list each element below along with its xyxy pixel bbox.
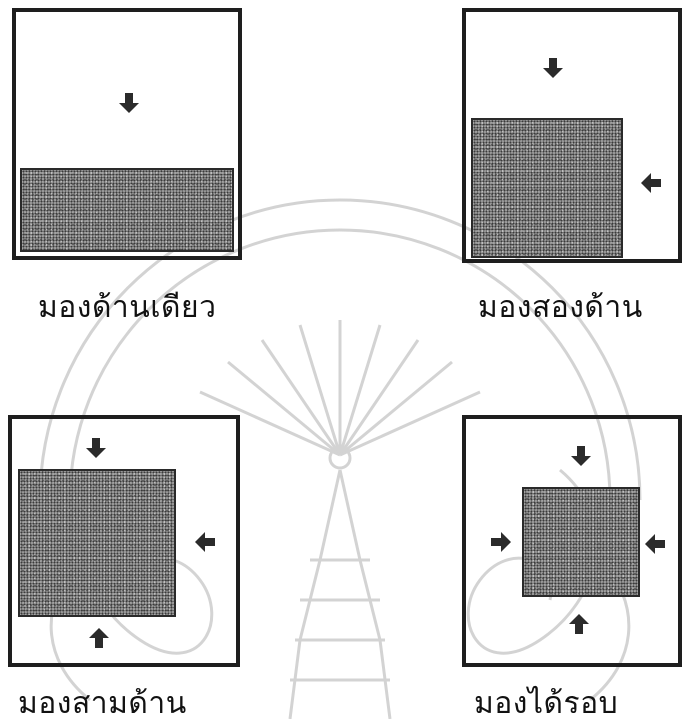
caption-all-around: มองได้รอบ — [474, 686, 619, 721]
arrow-down-icon — [570, 445, 592, 467]
panel-all-around — [462, 415, 682, 667]
shaded-area — [471, 118, 623, 258]
arrow-up-icon — [568, 613, 590, 635]
shaded-area — [18, 469, 176, 617]
panel-three-sides — [8, 415, 240, 667]
shaded-area — [522, 487, 640, 597]
caption-three-sides: มองสามด้าน — [18, 686, 187, 721]
arrow-up-icon — [88, 627, 110, 649]
caption-one-side: มองด้านเดียว — [38, 290, 217, 325]
arrow-left-icon — [640, 172, 662, 194]
arrow-down-icon — [85, 437, 107, 459]
arrow-right-icon — [490, 531, 512, 553]
panel-one-side — [12, 8, 242, 260]
shaded-area — [20, 168, 234, 252]
caption-two-sides: มองสองด้าน — [478, 290, 643, 325]
panel-two-sides — [462, 8, 682, 263]
arrow-down-icon — [542, 57, 564, 79]
arrow-left-icon — [644, 533, 666, 555]
arrow-down-icon — [118, 92, 140, 114]
arrow-left-icon — [194, 531, 216, 553]
